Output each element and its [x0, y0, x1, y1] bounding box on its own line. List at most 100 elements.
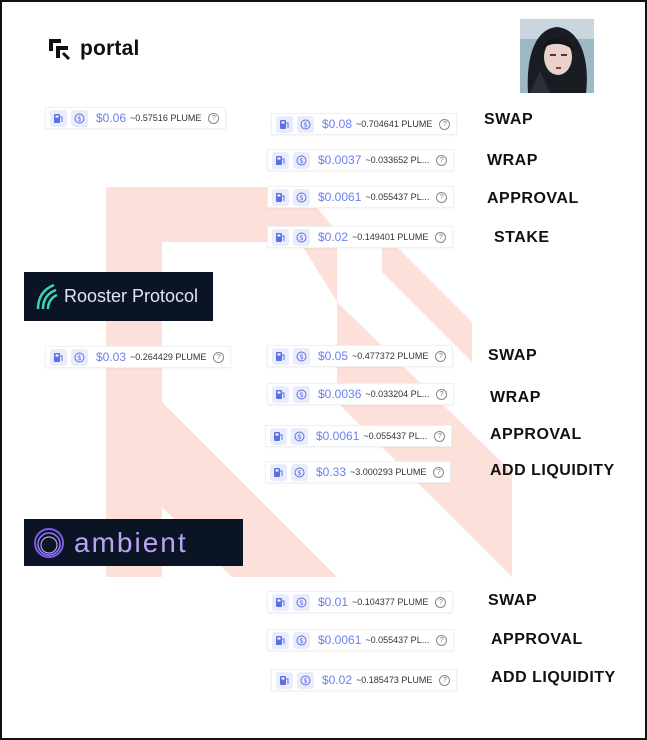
- fee-usd: $0.33: [316, 465, 347, 479]
- fee-plume: ~0.185473 PLUME: [356, 675, 433, 685]
- action-label: WRAP: [487, 152, 538, 169]
- rooster-logo-icon: [36, 283, 58, 309]
- portal-step-fee: $ $0.0061 ~0.055437 PL... ?: [268, 187, 454, 207]
- action-label: APPROVAL: [491, 631, 583, 648]
- fee-plume: ~0.033204 PL...: [365, 389, 430, 399]
- help-icon[interactable]: ?: [208, 112, 220, 124]
- portal-total-fee: $ $0.06 ~0.57516 PLUME ?: [46, 108, 226, 128]
- coin-dollar-icon: $: [293, 347, 310, 365]
- fee-plume: ~0.055437 PL...: [365, 635, 430, 645]
- action-label: APPROVAL: [490, 426, 582, 443]
- rooster-step-fee: $ $0.0061 ~0.055437 PL... ?: [266, 426, 452, 446]
- svg-text:$: $: [299, 599, 303, 607]
- fee-plume: ~0.477372 PLUME: [352, 351, 429, 361]
- coin-dollar-icon: $: [293, 188, 310, 206]
- coin-dollar-icon: $: [297, 115, 314, 133]
- action-label: STAKE: [494, 229, 550, 246]
- svg-text:$: $: [77, 354, 81, 362]
- fee-usd: $0.0061: [316, 429, 360, 443]
- svg-text:$: $: [299, 234, 303, 242]
- ambient-step-fee: $ $0.0061 ~0.055437 PL... ?: [268, 630, 454, 650]
- gas-pump-icon: [276, 115, 293, 133]
- portal-brand-name: portal: [80, 37, 140, 60]
- fee-usd: $0.02: [322, 673, 353, 687]
- fee-plume: ~0.055437 PL...: [365, 192, 430, 202]
- gas-pump-icon: [272, 631, 289, 649]
- help-icon[interactable]: ?: [436, 388, 448, 400]
- coin-dollar-icon: $: [293, 228, 310, 246]
- help-icon[interactable]: ?: [435, 596, 447, 608]
- help-icon[interactable]: ?: [436, 191, 448, 203]
- fee-usd: $0.0036: [318, 387, 362, 401]
- help-icon[interactable]: ?: [435, 231, 447, 243]
- help-icon[interactable]: ?: [436, 154, 448, 166]
- rooster-brand-name: Rooster Protocol: [64, 286, 199, 306]
- coin-dollar-icon: $: [293, 385, 310, 403]
- help-icon[interactable]: ?: [433, 466, 445, 478]
- action-label: ADD LIQUIDITY: [491, 669, 616, 686]
- help-icon[interactable]: ?: [435, 350, 447, 362]
- svg-text:$: $: [299, 157, 303, 165]
- fee-usd: $0.06: [96, 111, 127, 125]
- gas-pump-icon: [272, 151, 289, 169]
- action-label: APPROVAL: [487, 190, 579, 207]
- rooster-step-fee: $ $0.0036 ~0.033204 PL... ?: [268, 384, 454, 404]
- action-label: SWAP: [488, 592, 538, 609]
- coin-dollar-icon: $: [293, 593, 310, 611]
- portal-step-fee: $ $0.0037 ~0.033652 PL... ?: [268, 150, 454, 170]
- fee-plume: ~0.57516 PLUME: [130, 113, 202, 123]
- fee-usd: $0.02: [318, 230, 349, 244]
- help-icon[interactable]: ?: [439, 118, 451, 130]
- help-icon[interactable]: ?: [213, 351, 225, 363]
- fee-usd: $0.05: [318, 349, 349, 363]
- fee-usd: $0.01: [318, 595, 349, 609]
- rooster-step-fee: $ $0.05 ~0.477372 PLUME ?: [268, 346, 453, 366]
- help-icon[interactable]: ?: [436, 634, 448, 646]
- portal-logo: portal: [46, 36, 140, 62]
- portal-logo-icon: [49, 39, 71, 61]
- action-label: ADD LIQUIDITY: [490, 462, 615, 479]
- rooster-step-fee: $ $0.33 ~3.000293 PLUME ?: [266, 462, 451, 482]
- svg-text:$: $: [299, 353, 303, 361]
- avatar: [520, 19, 594, 93]
- gas-pump-icon: [270, 463, 287, 481]
- fee-plume: ~3.000293 PLUME: [350, 467, 427, 477]
- svg-text:$: $: [303, 121, 307, 129]
- fee-usd: $0.0061: [318, 190, 362, 204]
- gas-pump-icon: [50, 348, 67, 366]
- gas-pump-icon: [272, 385, 289, 403]
- fee-plume: ~0.104377 PLUME: [352, 597, 429, 607]
- gas-pump-icon: [272, 593, 289, 611]
- svg-text:$: $: [297, 433, 301, 441]
- coin-dollar-icon: $: [71, 348, 88, 366]
- rooster-total-fee: $ $0.03 ~0.264429 PLUME ?: [46, 347, 231, 367]
- help-icon[interactable]: ?: [434, 430, 446, 442]
- action-label: SWAP: [488, 347, 538, 364]
- svg-text:$: $: [303, 677, 307, 685]
- portal-step-fee: $ $0.02 ~0.149401 PLUME ?: [268, 227, 453, 247]
- svg-text:$: $: [299, 637, 303, 645]
- gas-pump-icon: [272, 228, 289, 246]
- fee-plume: ~0.264429 PLUME: [130, 352, 207, 362]
- help-icon[interactable]: ?: [439, 674, 451, 686]
- ambient-logo: ambient: [24, 519, 243, 566]
- svg-text:$: $: [77, 115, 81, 123]
- coin-dollar-icon: $: [293, 151, 310, 169]
- ambient-step-fee: $ $0.02 ~0.185473 PLUME ?: [272, 670, 457, 690]
- fee-plume: ~0.704641 PLUME: [356, 119, 433, 129]
- fee-usd: $0.03: [96, 350, 127, 364]
- coin-dollar-icon: $: [291, 463, 308, 481]
- fee-plume: ~0.033652 PL...: [365, 155, 430, 165]
- coin-dollar-icon: $: [71, 109, 88, 127]
- svg-text:$: $: [297, 469, 301, 477]
- svg-text:$: $: [299, 194, 303, 202]
- coin-dollar-icon: $: [297, 671, 314, 689]
- fee-plume: ~0.055437 PL...: [363, 431, 428, 441]
- gas-pump-icon: [270, 427, 287, 445]
- ambient-brand-name: ambient: [74, 526, 188, 558]
- fee-usd: $0.0037: [318, 153, 362, 167]
- rooster-protocol-logo: Rooster Protocol: [24, 272, 213, 321]
- fee-usd: $0.0061: [318, 633, 362, 647]
- gas-pump-icon: [272, 347, 289, 365]
